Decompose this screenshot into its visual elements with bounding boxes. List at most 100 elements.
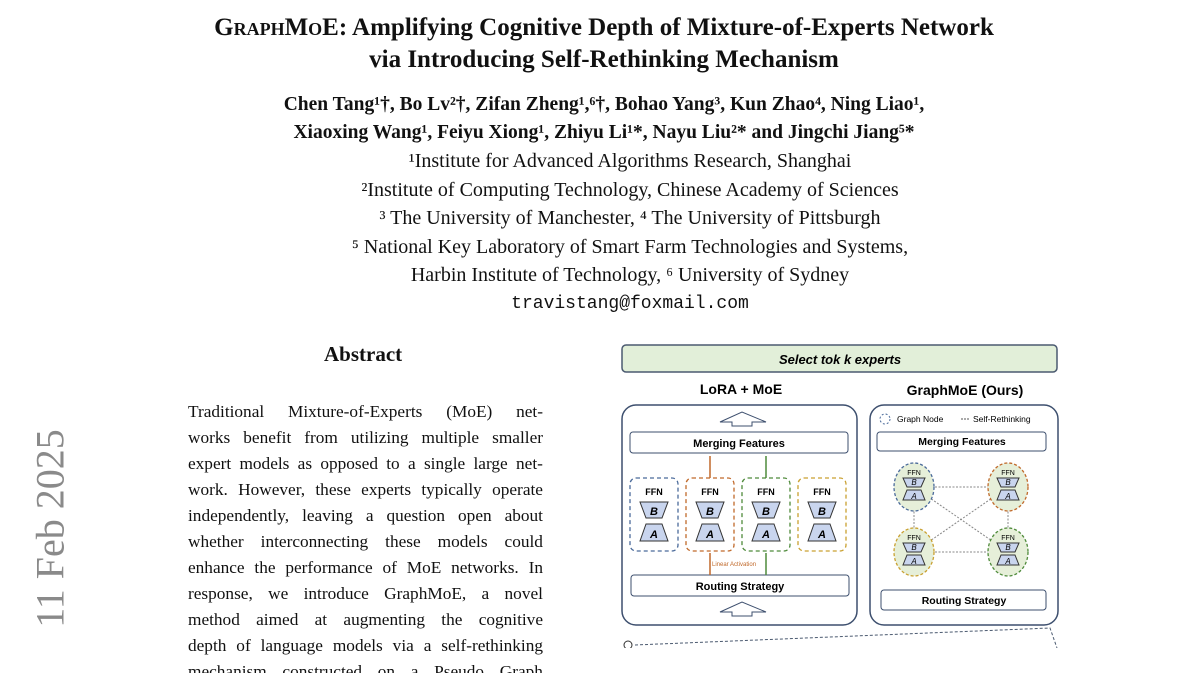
word: the bbox=[441, 610, 463, 629]
abstract-heading: Abstract bbox=[324, 342, 403, 366]
lora-b-matrix bbox=[996, 477, 1020, 488]
graph-merging-label: Merging Features bbox=[918, 436, 1006, 448]
word: In bbox=[528, 558, 543, 577]
word: response, bbox=[188, 584, 253, 603]
ffn-label: FFN bbox=[1001, 470, 1015, 477]
word: question bbox=[386, 506, 446, 525]
input-arrow-icon bbox=[719, 601, 767, 617]
ffn-label: FFN bbox=[813, 487, 831, 497]
legend-self-rethinking: Self-Rethinking bbox=[973, 414, 1031, 424]
word: independently, bbox=[188, 506, 290, 525]
b-label: B bbox=[911, 543, 917, 552]
word: net- bbox=[516, 402, 543, 421]
ffn-label: FFN bbox=[907, 535, 921, 542]
word: large bbox=[473, 454, 508, 473]
abstract-line: Traditional Mixture-of-Experts (MoE) net- bbox=[188, 399, 543, 425]
word: a bbox=[407, 454, 416, 473]
word: However, bbox=[238, 480, 306, 499]
word: (MoE) bbox=[446, 402, 493, 421]
lora-b-matrix bbox=[902, 542, 926, 553]
a-label: A bbox=[817, 529, 826, 541]
graph-routing-label: Routing Strategy bbox=[922, 595, 1007, 607]
paper-title-line2: via Introducing Self-Rethinking Mechanis… bbox=[369, 46, 839, 73]
graph-merging-features-box bbox=[876, 431, 1047, 452]
word: Graph bbox=[499, 662, 543, 673]
zoom-connector-line bbox=[634, 627, 1058, 648]
word: about bbox=[504, 506, 543, 525]
word: these bbox=[315, 480, 351, 499]
b-label: B bbox=[818, 506, 826, 518]
merging-features-box bbox=[629, 431, 849, 454]
word: leaving bbox=[302, 506, 353, 525]
lora-b-matrix bbox=[807, 501, 837, 519]
affiliations: ¹Institute for Advanced Algorithms Resea… bbox=[0, 147, 1200, 318]
paper-title-line1: GraphMoE: Amplifying Cognitive Depth of … bbox=[0, 12, 1200, 44]
word: networks. bbox=[451, 558, 519, 577]
b-label: B bbox=[762, 506, 770, 518]
word: experts bbox=[361, 480, 412, 499]
word: Mixture-of-Experts bbox=[288, 402, 423, 421]
a-label: A bbox=[705, 529, 714, 541]
expert-box bbox=[797, 477, 847, 552]
top-banner bbox=[621, 344, 1058, 373]
expert-box bbox=[629, 477, 679, 552]
word: performance bbox=[285, 558, 373, 577]
affiliation: Harbin Institute of Technology, ⁶ Univer… bbox=[410, 264, 850, 286]
word: aimed bbox=[256, 610, 299, 629]
word: whether bbox=[188, 532, 244, 551]
routing-strategy-box bbox=[630, 574, 850, 597]
merging-label: Merging Features bbox=[693, 438, 785, 450]
a-label: A bbox=[1004, 557, 1010, 566]
word: typically bbox=[421, 480, 482, 499]
author-line-2: Xiaoxing Wang¹, Feiyu Xiong¹, Zhiyu Li¹*… bbox=[293, 122, 915, 143]
left-panel bbox=[621, 404, 858, 626]
word: novel bbox=[504, 584, 543, 603]
word: GraphMoE, bbox=[384, 584, 467, 603]
word: on bbox=[377, 662, 396, 673]
a-label: A bbox=[910, 492, 916, 501]
legend-graph-node: Graph Node bbox=[897, 414, 944, 424]
ffn-label: FFN bbox=[1001, 535, 1015, 542]
lora-a-matrix bbox=[751, 523, 781, 542]
linear-activation-label: Linear Activation bbox=[712, 562, 756, 568]
ffn-label: FFN bbox=[645, 487, 663, 497]
word: could bbox=[504, 532, 543, 551]
lora-b-matrix bbox=[902, 477, 926, 488]
a-label: A bbox=[910, 557, 916, 566]
a-label: A bbox=[1004, 492, 1010, 501]
figure-graphmoe-overview: Select tok k experts LoRA + MoE GraphMoE… bbox=[621, 344, 1059, 648]
word: expert bbox=[188, 454, 232, 473]
lora-a-matrix bbox=[807, 523, 837, 542]
word: constructed bbox=[282, 662, 363, 673]
word: mechanism bbox=[188, 662, 267, 673]
word: interconnecting bbox=[260, 532, 369, 551]
word: work. bbox=[188, 480, 228, 499]
word: works bbox=[188, 428, 231, 447]
b-label: B bbox=[911, 478, 917, 487]
word: we bbox=[268, 584, 289, 603]
right-panel bbox=[869, 404, 1059, 626]
word: cognitive bbox=[478, 610, 543, 629]
contact-email[interactable]: travistang@foxmail.com bbox=[511, 293, 749, 314]
author-list: Chen Tang¹†, Bo Lv²†, Zifan Zheng¹,⁶†, B… bbox=[0, 91, 1200, 147]
left-panel-title: LoRA + MoE bbox=[700, 381, 782, 397]
word: smaller bbox=[492, 428, 543, 447]
lora-a-matrix bbox=[996, 489, 1020, 501]
lora-a-matrix bbox=[902, 489, 926, 501]
output-arrow-icon bbox=[719, 411, 767, 427]
word: Traditional bbox=[188, 402, 265, 421]
word: a bbox=[365, 506, 374, 525]
affiliation: ⁵ National Key Laboratory of Smart Farm … bbox=[351, 235, 909, 258]
routing-label: Routing Strategy bbox=[696, 581, 785, 593]
lora-b-matrix bbox=[996, 542, 1020, 553]
circle-marker-icon bbox=[623, 640, 633, 648]
word: of bbox=[382, 558, 397, 577]
lora-a-matrix bbox=[902, 554, 926, 566]
